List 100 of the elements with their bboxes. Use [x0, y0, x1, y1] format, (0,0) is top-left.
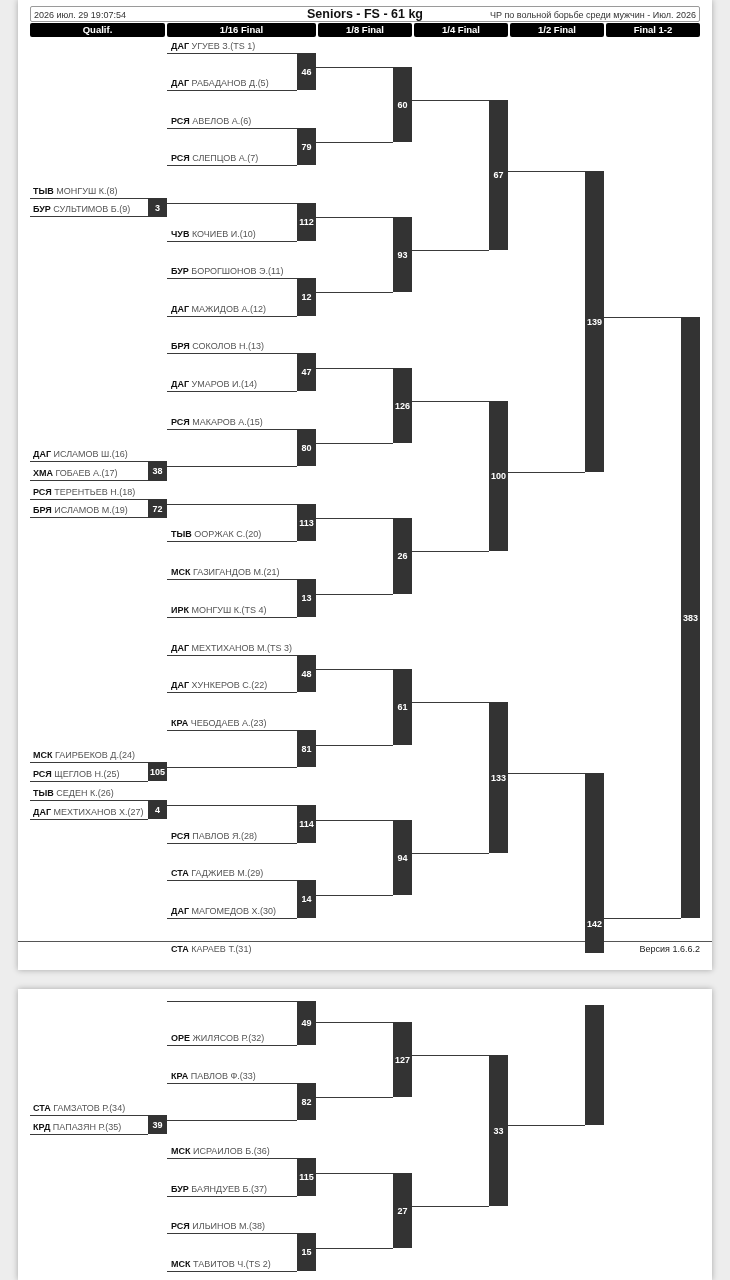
competitor-name: ДАГ МАГОМЕДОВ Х.(30) [167, 906, 276, 918]
competitor-name: ИРК МОНГУШ К.(TS 4) [167, 605, 267, 617]
match-number: 133 [491, 772, 506, 783]
match-bar [148, 1115, 167, 1134]
match-bar [297, 203, 316, 241]
match-bar [297, 1083, 316, 1120]
bracket-line [166, 617, 298, 618]
match-bar [393, 820, 412, 895]
competitor-name: БРЯ СОКОЛОВ Н.(13) [167, 341, 264, 353]
match-number: 139 [587, 316, 602, 327]
competitor-name: ХМА ГОБАЕВ А.(17) [30, 468, 118, 480]
competitor-name: МСК ИСРАИЛОВ Б.(36) [167, 1146, 270, 1158]
bracket-line [315, 1022, 394, 1023]
bracket-line [166, 90, 298, 91]
match-number: 127 [395, 1054, 410, 1065]
match-bar [297, 504, 316, 541]
match-bar [393, 1173, 412, 1248]
competitor-name: РСЯ АВЕЛОВ А.(6) [167, 116, 252, 128]
match-number: 112 [299, 217, 314, 227]
bracket-line [29, 762, 149, 763]
bracket-line [411, 250, 490, 251]
match-number: 383 [683, 612, 698, 623]
bracket-line [507, 171, 586, 172]
match-bar [297, 579, 316, 617]
bracket-line [166, 730, 298, 731]
match-bar [297, 128, 316, 165]
bracket-line [315, 594, 394, 595]
bracket-line [603, 918, 682, 919]
bracket-line [29, 1134, 149, 1135]
match-number: 48 [301, 668, 312, 679]
match-bar [297, 1001, 316, 1045]
bracket-line [166, 805, 298, 806]
match-bar [297, 429, 316, 466]
competitor-name: РСЯ СЛЕПЦОВ А.(7) [167, 153, 259, 165]
competitor-name: БУР СУЛЬТИМОВ Б.(9) [30, 204, 131, 216]
match-bar [393, 669, 412, 745]
match-number: 82 [301, 1096, 312, 1107]
bracket-line [166, 1233, 298, 1234]
match-bar [297, 880, 316, 918]
bracket-line [315, 217, 394, 218]
bracket-line [411, 100, 490, 101]
bracket-line [166, 1158, 298, 1159]
bracket-line [166, 278, 298, 279]
match-number: 38 [152, 466, 163, 476]
match-bar [148, 762, 167, 781]
bracket-line [411, 551, 490, 552]
match-bar [489, 702, 508, 853]
bracket-line [166, 1196, 298, 1197]
match-bar [297, 278, 316, 316]
competitor-name: СТА ГАМЗАТОВ Р.(34) [30, 1103, 126, 1115]
bracket-line [411, 1055, 490, 1056]
bracket-line [603, 317, 682, 318]
bracket-line [411, 853, 490, 854]
bracket-line [166, 316, 298, 317]
competitor-name: ТЫВ МОНГУШ К.(8) [30, 186, 118, 198]
round-header-tab: 1/4 Final [414, 23, 508, 37]
bracket-line [507, 773, 586, 774]
version-text: Версия 1.6.6.2 [639, 944, 700, 954]
round-header-tab: 1/2 Final [510, 23, 604, 37]
competitor-name: БУР БОРОГШОНОВ Э.(11) [167, 266, 284, 278]
bracket-line [166, 466, 298, 467]
competitor-name: РСЯ МАКАРОВ А.(15) [167, 417, 263, 429]
match-bar [393, 518, 412, 594]
match-number: 93 [397, 249, 408, 260]
competitor-name: РСЯ ПАВЛОВ Я.(28) [167, 831, 258, 843]
bracket-line [166, 53, 298, 54]
competitor-name: ДАГ МЕХТИХАНОВ М.(TS 3) [167, 643, 292, 655]
bracket-line [166, 1271, 298, 1272]
round-header-tab: Final 1-2 [606, 23, 700, 37]
competitor-name: ТЫВ СЕДЕН К.(26) [30, 788, 114, 800]
bracket-line [29, 1115, 149, 1116]
bracket-line [411, 1206, 490, 1207]
match-number: 126 [395, 400, 410, 411]
match-bar [148, 800, 167, 819]
match-number: 27 [397, 1205, 408, 1216]
match-bar [681, 317, 700, 918]
match-number: 113 [299, 517, 314, 528]
bracket-line [29, 517, 149, 518]
bracket-line [411, 702, 490, 703]
bracket-title: Seniors - FS - 61 kg [307, 7, 423, 21]
match-bar [585, 1005, 604, 1125]
round-header-tab: Qualif. [30, 23, 165, 37]
match-bar [489, 401, 508, 551]
bracket-line [315, 745, 394, 746]
match-bar [297, 1158, 316, 1196]
bracket-line [166, 880, 298, 881]
bracket-line [166, 241, 298, 242]
competitor-name: СТА КАРАЕВ Т.(31) [167, 944, 252, 956]
competitor-name: КРА ПАВЛОВ Ф.(33) [167, 1071, 256, 1083]
match-number: 3 [155, 202, 160, 213]
bracket-line [29, 198, 149, 199]
bracket-line [315, 669, 394, 670]
bracket-line [315, 292, 394, 293]
bracket-line [315, 67, 394, 68]
match-bar [393, 1022, 412, 1097]
bracket-line [166, 692, 298, 693]
competitor-name: МСК ГАИРБЕКОВ Д.(24) [30, 750, 135, 762]
competitor-name: ТЫВ ООРЖАК С.(20) [167, 529, 262, 541]
bracket-line [315, 518, 394, 519]
match-bar [297, 1233, 316, 1271]
